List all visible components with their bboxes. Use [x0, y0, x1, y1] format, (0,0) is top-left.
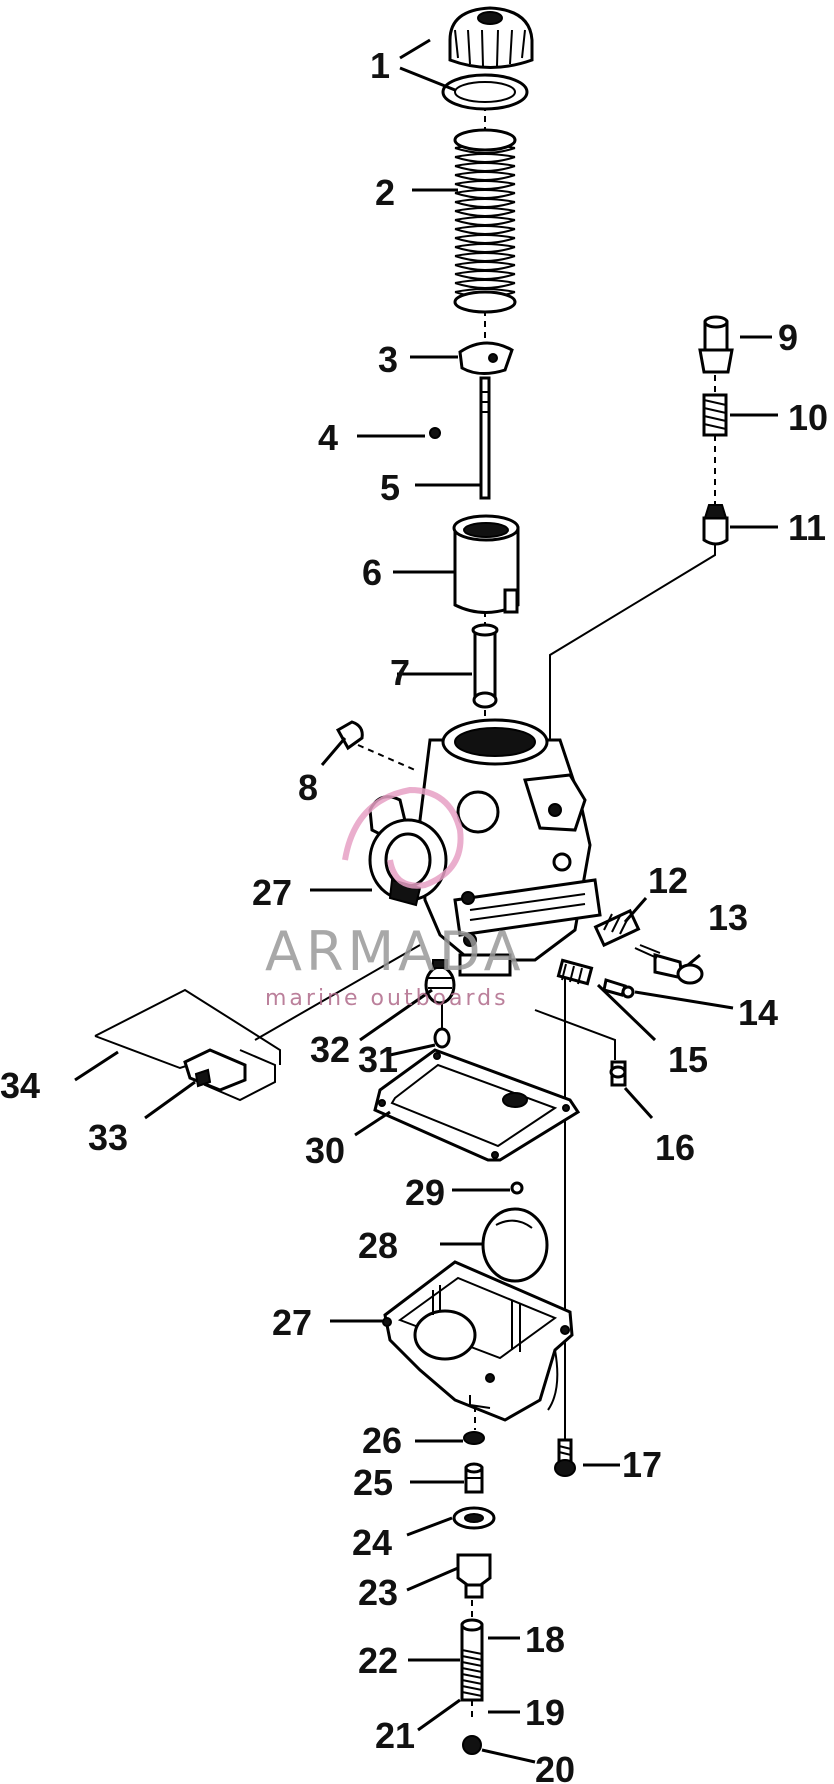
part-pilot-spring — [702, 393, 728, 437]
part-float-needle — [424, 959, 456, 1049]
part-drain-fitting — [534, 1009, 627, 1087]
part-air-screw — [602, 978, 635, 999]
part-e-clip — [429, 427, 441, 439]
label-4: 4 — [318, 417, 338, 458]
part-float-link — [94, 944, 421, 1102]
part-float-bowl-gasket — [373, 1048, 581, 1162]
part-jet-holder — [464, 1462, 484, 1494]
watermark-logo-swirl — [342, 786, 464, 889]
watermark: ARMADA marine outboards — [265, 786, 525, 1011]
label-26: 26 — [362, 1420, 402, 1461]
label-18: 18 — [525, 1619, 565, 1660]
label-1: 1 — [370, 45, 390, 86]
label-24: 24 — [352, 1522, 392, 1563]
label-22: 22 — [358, 1640, 398, 1681]
label-27-lower: 27 — [272, 1302, 312, 1343]
label-33: 33 — [88, 1117, 128, 1158]
part-spring — [453, 128, 517, 314]
part-pilot-fitting — [698, 315, 734, 374]
part-float-bowl — [382, 1260, 574, 1422]
label-10: 10 — [788, 397, 828, 438]
label-7: 7 — [390, 652, 410, 693]
label-2: 2 — [375, 172, 395, 213]
part-throttle-valve — [452, 514, 520, 614]
part-air-screw-spring — [556, 958, 594, 986]
part-idle-screw — [634, 944, 704, 985]
part-pilot-screw — [702, 504, 729, 546]
part-drain-screw — [554, 1438, 576, 1477]
label-30: 30 — [305, 1130, 345, 1171]
part-pilot-jet — [460, 1618, 484, 1755]
label-13: 13 — [708, 897, 748, 938]
label-28: 28 — [358, 1225, 398, 1266]
part-clip-plate — [458, 341, 514, 375]
label-3: 3 — [378, 339, 398, 380]
label-29: 29 — [405, 1172, 445, 1213]
label-15: 15 — [668, 1039, 708, 1080]
label-23: 23 — [358, 1572, 398, 1613]
part-carburetor-body — [368, 718, 602, 977]
label-25: 25 — [353, 1462, 393, 1503]
label-27-upper: 27 — [252, 872, 292, 913]
label-12: 12 — [648, 860, 688, 901]
label-20: 20 — [535, 1749, 575, 1784]
label-9: 9 — [778, 317, 798, 358]
callout-labels: 1 2 3 4 5 6 7 8 9 10 11 12 13 14 15 16 1… — [0, 45, 828, 1784]
label-32: 32 — [310, 1029, 350, 1070]
label-11: 11 — [788, 507, 826, 548]
leader-lines — [74, 38, 778, 1764]
part-jet-needle — [479, 376, 491, 500]
part-float-pin — [510, 1181, 524, 1195]
label-5: 5 — [380, 467, 400, 508]
part-jet-plug — [456, 1553, 492, 1599]
label-16: 16 — [655, 1127, 695, 1168]
label-21: 21 — [375, 1715, 415, 1756]
part-needle-jet — [471, 623, 499, 709]
label-17: 17 — [622, 1444, 662, 1485]
part-cap — [441, 6, 534, 111]
part-plug — [335, 720, 416, 771]
label-34: 34 — [0, 1065, 40, 1106]
part-main-jet — [463, 1431, 485, 1445]
watermark-tagline: marine outboards — [265, 986, 509, 1011]
label-19: 19 — [525, 1692, 565, 1733]
watermark-brand: ARMADA — [265, 920, 525, 983]
part-washer — [452, 1506, 496, 1530]
label-6: 6 — [362, 552, 382, 593]
label-14: 14 — [738, 992, 778, 1033]
label-8: 8 — [298, 767, 318, 808]
label-31: 31 — [358, 1039, 398, 1080]
part-float — [481, 1207, 549, 1283]
